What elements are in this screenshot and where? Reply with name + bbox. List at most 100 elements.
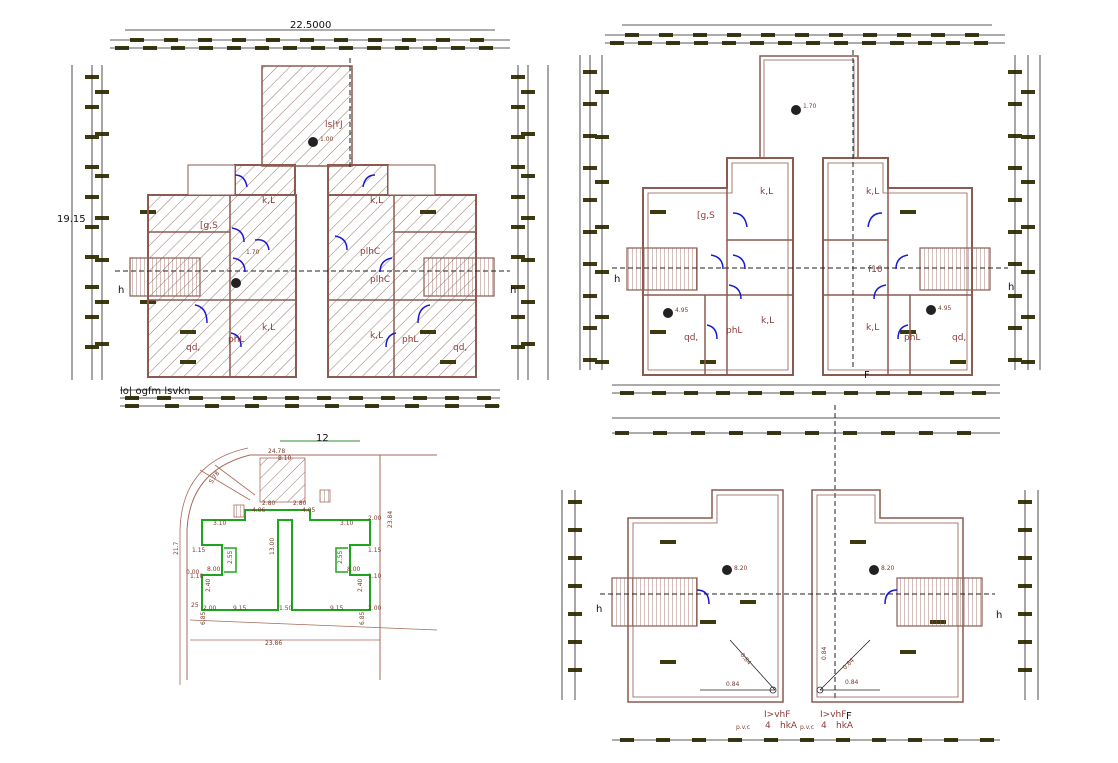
- dimension-tick: [660, 540, 676, 544]
- site-dim: 2.80: [293, 500, 307, 507]
- gf-left-balcony: [187, 164, 236, 196]
- gf-right-balcony: [387, 164, 436, 196]
- site-dim: 4.06: [252, 507, 266, 514]
- site-dim: 2.00: [368, 515, 382, 522]
- gf-door: [230, 332, 242, 348]
- site-side-dim-r: 23.84: [387, 511, 394, 528]
- ff-room-center: f10: [868, 265, 883, 275]
- ff-level-r: 4.95: [938, 305, 952, 312]
- site-dim: 1.10: [368, 573, 382, 580]
- gf-left-stair: [129, 257, 201, 297]
- site-dim: 23.86: [265, 640, 282, 647]
- site-side-dim-l: 21.7: [173, 541, 180, 555]
- dimension-tick: [740, 600, 756, 604]
- roof-slope-a: 0.84: [738, 652, 752, 667]
- gf-height-dim: 19.15: [57, 214, 86, 225]
- roof-caption-l-2: 4: [765, 721, 771, 731]
- site-dim: 6.85: [359, 611, 366, 625]
- roof-stair-h-l: h: [596, 604, 602, 615]
- gf-door: [254, 238, 270, 251]
- gf-door: [379, 257, 393, 273]
- gf-porch-label: ls|۲J: [325, 120, 343, 130]
- ff-door: [732, 212, 748, 228]
- ff-room-kl-top-r: k,L: [866, 187, 879, 197]
- roof-stair-h-r: h: [996, 610, 1002, 621]
- ff-door: [706, 324, 718, 340]
- ff-stair-h-l: h: [614, 274, 620, 285]
- site-dim: 3.10: [213, 520, 227, 527]
- site-dim: 9.15: [233, 605, 247, 612]
- ff-door: [873, 284, 887, 300]
- gf-room-d-l: qd,: [186, 343, 200, 353]
- ff-room-phl-l: phL: [726, 326, 742, 336]
- site-dim: 2.80: [262, 500, 276, 507]
- first-floor-plan: 1.70 [g,S k,L k,L f10 k,L: [579, 24, 1041, 700]
- gf-door: [417, 304, 431, 324]
- ff-door: [867, 212, 883, 228]
- ff-door: [897, 324, 909, 340]
- roof-slope-b: 0.84: [726, 681, 740, 688]
- gf-room-bath-l: phL: [228, 335, 244, 345]
- site-dim: 4.05: [302, 507, 316, 514]
- site-dim: 2.40: [205, 578, 212, 592]
- roof-caption-l-1: I>vhF: [764, 710, 790, 720]
- ff-right-unit-outline: [822, 157, 973, 376]
- gf-door: [231, 227, 245, 243]
- site-building-outline: [201, 509, 371, 611]
- roof-level-l: 8.20: [734, 565, 748, 572]
- ff-door: [732, 254, 746, 270]
- gf-room-center-r: plhC: [370, 275, 390, 285]
- ff-door: [710, 254, 724, 270]
- gf-door: [234, 174, 248, 188]
- gf-right-stair: [423, 257, 495, 297]
- gf-room-bath-r: phL: [402, 335, 418, 345]
- roof-left-outline: [627, 489, 784, 703]
- gf-porch-level-marker: [308, 137, 318, 147]
- roof-level-marker-r: [869, 565, 879, 575]
- gf-stair-label-r: h: [510, 285, 516, 296]
- site-dim: 8.00: [347, 566, 361, 573]
- roof-slope-c: 0.84: [841, 657, 856, 672]
- gf-porch: [261, 65, 353, 167]
- ff-room-kl-bot-l: k,L: [761, 316, 774, 326]
- site-dim: 1.10: [190, 573, 204, 580]
- roof-caption-l-sub: p.v.c: [736, 724, 750, 731]
- roof-caption-r-2: 4: [821, 721, 827, 731]
- site-dim: 13.00: [269, 538, 276, 555]
- site-dim: 3.10: [340, 520, 354, 527]
- dimension-tick: [700, 620, 716, 624]
- gf-room-bed-l: k,L: [262, 323, 275, 333]
- roof-section-marker: F: [846, 711, 852, 722]
- site-dim: 2.55: [227, 550, 234, 564]
- site-dim: 6.85: [200, 611, 207, 625]
- roof-level-marker-l: [722, 565, 732, 575]
- dimension-tick: [660, 660, 676, 664]
- site-access-hatch: [259, 457, 306, 503]
- site-boundary: [186, 454, 437, 680]
- ff-room-kl-top-l: k,L: [760, 187, 773, 197]
- dimension-tick: [900, 650, 916, 654]
- ff-level-l: 4.95: [675, 307, 689, 314]
- gf-room-d-r: qd,: [453, 343, 467, 353]
- gf-door: [232, 257, 246, 273]
- roof-right-stair: [896, 577, 983, 627]
- gf-room-bed-r: k,L: [370, 331, 383, 341]
- gf-door: [385, 332, 397, 348]
- gf-level-marker: [231, 278, 241, 288]
- gf-door: [194, 304, 208, 324]
- gf-caption: lo| ogfm lsvkn: [120, 386, 190, 397]
- gf-room-kitchen-left: k,L: [262, 196, 275, 206]
- site-dim: 0.00: [186, 569, 200, 576]
- gf-level: 1.70: [246, 249, 260, 256]
- gf-stair-label-l: h: [118, 285, 124, 296]
- site-dim: 8.10: [278, 455, 292, 462]
- dimension-tick: [650, 210, 666, 214]
- site-dim: 2.00: [368, 605, 382, 612]
- gf-porch-level: 1.00: [320, 136, 334, 143]
- ff-room-kl-bot-r: k,L: [866, 323, 879, 333]
- ff-left-stair: [626, 247, 698, 291]
- roof-slope-d: 0.84: [845, 679, 859, 686]
- site-dim: 9.15: [330, 605, 344, 612]
- ff-right-stair: [919, 247, 991, 291]
